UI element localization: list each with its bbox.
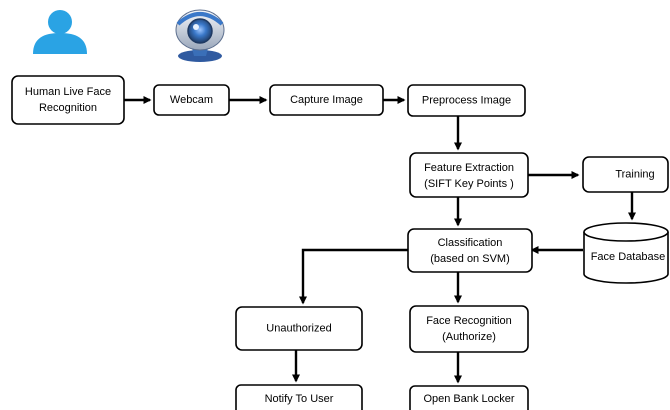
node-unauthorized: Unauthorized [235, 306, 363, 351]
node-feature-extraction: Feature Extraction (SIFT Key Points ) [409, 152, 529, 198]
node-label-line2: Recognition [39, 102, 97, 114]
node-label: Webcam [170, 94, 213, 106]
node-label-line1: Classification [438, 237, 503, 249]
node-label: Notify To User [265, 393, 334, 405]
node-label-line1: Feature Extraction [424, 162, 514, 174]
node-classification: Classification (based on SVM) [407, 228, 533, 273]
connectors [124, 96, 636, 384]
node-label-line2: (based on SVM) [430, 253, 509, 265]
node-label-line1: Human Live Face [25, 86, 111, 98]
node-label: Unauthorized [266, 322, 331, 334]
node-webcam: Webcam [153, 84, 230, 116]
node-label-line2: (Authorize) [442, 331, 496, 343]
node-label-line1: Face Recognition [426, 315, 512, 327]
node-capture-image: Capture Image [269, 84, 384, 116]
node-label: Training [615, 168, 654, 180]
node-preprocess-image: Preprocess Image [407, 84, 526, 117]
node-label: Face Database [591, 251, 666, 263]
webcam-icon [175, 9, 225, 62]
arrow-classification-to-unauthorized [299, 248, 408, 305]
user-icon [33, 10, 87, 54]
node-face-recognition: Face Recognition (Authorize) [409, 305, 529, 353]
node-open-bank-locker: Open Bank Locker [409, 385, 529, 410]
node-notify-to-user: Notify To User [235, 384, 363, 410]
node-label: Open Bank Locker [423, 393, 514, 405]
node-human-live-face-recognition: Human Live Face Recognition [11, 75, 125, 125]
node-label: Preprocess Image [422, 94, 511, 106]
node-label: Capture Image [290, 94, 363, 106]
node-training: Training [582, 156, 669, 193]
node-label-line2: (SIFT Key Points ) [424, 178, 514, 190]
node-face-database: Face Database [583, 222, 669, 284]
